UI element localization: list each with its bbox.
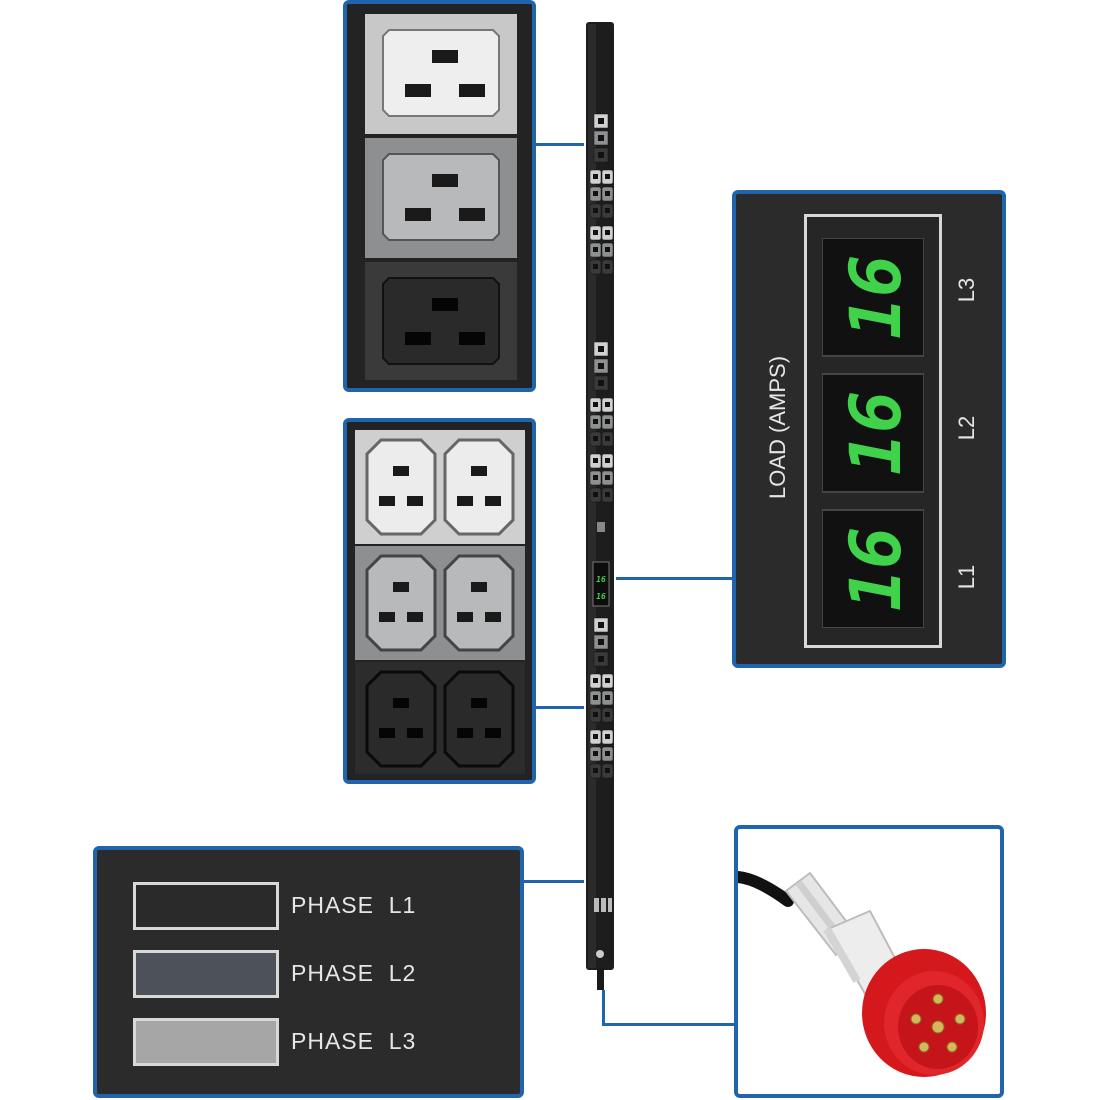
load-amps-title: LOAD (AMPS) bbox=[765, 355, 790, 499]
phase-l2-label: PHASE L2 bbox=[291, 960, 417, 986]
pdu-display-reading: 16 bbox=[596, 575, 606, 584]
phase-l1-swatch bbox=[133, 882, 279, 930]
c13-outlets-graphic bbox=[347, 422, 532, 780]
connector-phase-panel bbox=[521, 880, 584, 883]
load-led-value-l3: 16 bbox=[835, 255, 917, 339]
power-cord bbox=[597, 968, 604, 990]
phase-l3-display-label: L3 bbox=[954, 277, 979, 303]
load-led-value-l2: 16 bbox=[835, 391, 917, 475]
strip-outlet-column bbox=[589, 113, 614, 779]
pdu-strip: 16 16 bbox=[584, 22, 616, 970]
c19-outlet-closeup bbox=[343, 0, 536, 392]
iec-plug-closeup bbox=[734, 825, 1004, 1098]
phase-l2-display-label: L2 bbox=[954, 415, 979, 441]
c13-outlet bbox=[365, 670, 437, 768]
c13-outlet-closeup bbox=[343, 418, 536, 784]
load-display-closeup: 16 16 16 LOAD (AMPS) L3 L2 L1 bbox=[732, 190, 1006, 668]
svg-text:16: 16 bbox=[596, 592, 606, 601]
load-led-value-l1: 16 bbox=[835, 527, 917, 611]
red-iec-plug-graphic bbox=[738, 871, 986, 1077]
c19-outlet-l3 bbox=[382, 29, 500, 117]
phase-l3-label: PHASE L3 bbox=[291, 1028, 417, 1054]
c13-outlet bbox=[365, 554, 437, 652]
c13-outlet bbox=[443, 438, 515, 536]
c19-outlets-graphic bbox=[347, 4, 532, 388]
c19-outlet-l1 bbox=[382, 277, 500, 365]
connector-c13-panel bbox=[534, 706, 584, 709]
phase-l3-swatch bbox=[133, 1018, 279, 1066]
phase-legend-panel: PHASE L1 PHASE L2 PHASE L3 bbox=[93, 846, 524, 1098]
c13-outlet bbox=[443, 554, 515, 652]
load-led-readouts: 16 16 16 bbox=[822, 238, 924, 628]
phase-l2-swatch bbox=[133, 950, 279, 998]
phase-l1-display-label: L1 bbox=[954, 564, 979, 590]
c13-outlet bbox=[365, 438, 437, 536]
c19-outlet-l2 bbox=[382, 153, 500, 241]
pdu-body-graphic: 16 16 bbox=[586, 22, 614, 970]
c13-outlet bbox=[443, 670, 515, 768]
connector-plug-horizontal bbox=[602, 1023, 735, 1026]
connector-c19-panel bbox=[534, 143, 584, 146]
phase-l1-label: PHASE L1 bbox=[291, 892, 417, 918]
connector-plug-vertical bbox=[602, 990, 605, 1026]
connector-load-panel bbox=[616, 577, 734, 580]
